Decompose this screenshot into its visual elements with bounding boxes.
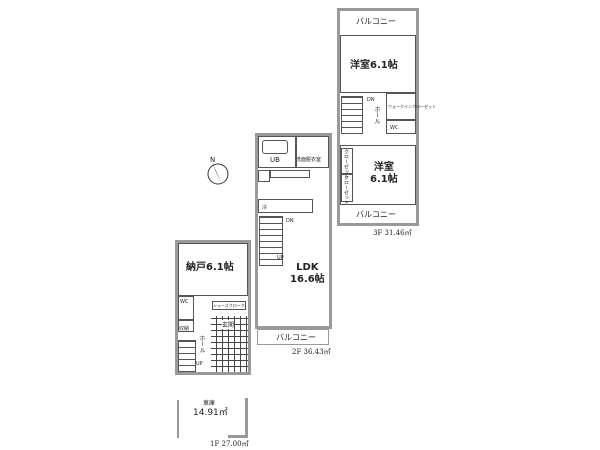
garage-bracket-left: [177, 400, 179, 438]
garage-bracket-bottom: [228, 435, 248, 438]
hall-1f: ホール: [198, 335, 205, 353]
washroom: 洗面脱衣室: [296, 157, 322, 163]
balcony-3f-top: バルコニー: [356, 17, 396, 26]
closet-3f-1: クローゼット: [343, 149, 349, 179]
storage-room: 納戸6.1帖: [186, 262, 234, 273]
unit-bath: UB: [270, 156, 280, 164]
walk-in-closet: ウォークインクローゼット: [388, 104, 436, 109]
stairs-2f: [259, 216, 283, 266]
wc-1f: WC: [180, 299, 189, 305]
up-label-1f: UP: [196, 361, 203, 367]
dn-label: DN: [367, 97, 375, 103]
balcony-3f-bottom: バルコニー: [356, 210, 396, 219]
fridge: 冷: [262, 205, 268, 211]
shoe-closet: シューズクローク: [213, 303, 245, 308]
balcony-2f: バルコニー: [276, 333, 316, 342]
storage-1f: 収納: [179, 326, 190, 332]
stairs-1f: [178, 340, 196, 372]
garage-label: 車庫: [203, 400, 216, 407]
up-label-2f: UP: [277, 255, 284, 261]
entrance: 玄関: [222, 320, 235, 329]
north-label: N: [210, 156, 216, 164]
stairs-3f: [341, 96, 363, 134]
hall-3f: ホール: [373, 106, 380, 124]
western-room-3f-1: 洋室6.1帖: [350, 60, 398, 71]
garage-area: 14.91㎡: [193, 408, 228, 418]
north-compass-icon: N: [204, 156, 232, 186]
area-3f: 3F 31.46㎡: [373, 229, 412, 237]
closet-3f-2: クローゼット: [343, 175, 349, 205]
area-1f: 1F 27.00㎡: [210, 440, 249, 448]
area-2f: 2F 36.43㎡: [292, 348, 331, 356]
wc-3f: WC: [390, 125, 399, 131]
garage-bracket-right: [245, 398, 248, 438]
dn-label-2f: DN: [286, 218, 294, 224]
